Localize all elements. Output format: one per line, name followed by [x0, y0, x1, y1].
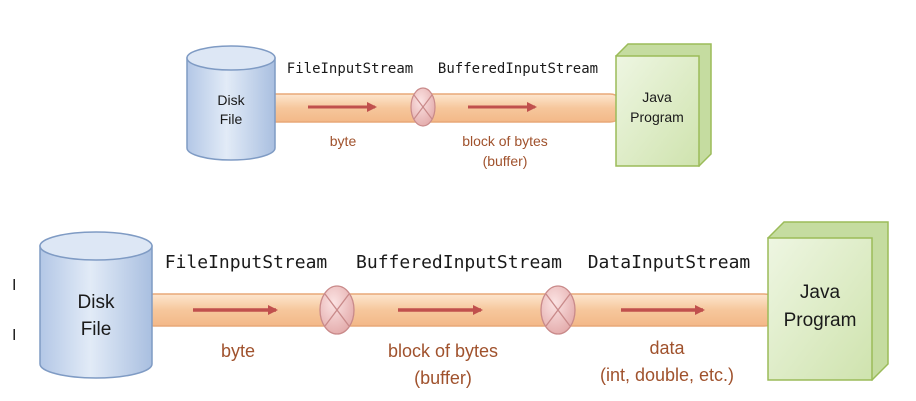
bottom-valve-2-icon [540, 285, 576, 335]
bottom-disk-file-cylinder: Disk File [39, 231, 153, 379]
top-disk-label-line1: Disk [217, 92, 245, 108]
top-stream2-label: BufferedInputStream [438, 61, 598, 77]
top-disk-file-cylinder: Disk File [186, 45, 276, 161]
bottom-disk-label-line2: File [81, 319, 112, 340]
top-java-label-line2: Program [630, 109, 684, 125]
top-flow2-label-line2: (buffer) [483, 153, 528, 169]
bottom-java-label-line2: Program [784, 310, 857, 331]
top-flow1-label: byte [330, 133, 357, 149]
bottom-stream3-label: DataInputStream [588, 252, 751, 273]
top-diagram: Disk File Java Program FileInputStream B… [186, 43, 712, 169]
top-java-label-line1: Java [642, 89, 672, 105]
bottom-stream2-label: BufferedInputStream [356, 252, 562, 273]
bottom-flow2-label-line2: (buffer) [414, 368, 472, 388]
bottom-diagram: Disk File Java Program FileInputStream B… [39, 221, 889, 388]
margin-mark-2: I [12, 327, 16, 344]
top-java-program-box: Java Program [615, 43, 712, 168]
bottom-flow3-label-line1: data [649, 338, 685, 358]
margin-mark-1: I [12, 277, 16, 294]
bottom-disk-label-line1: Disk [78, 292, 115, 313]
bottom-flow2-label-line1: block of bytes [388, 341, 498, 361]
top-disk-label-line2: File [220, 111, 243, 127]
bottom-flow1-label: byte [221, 341, 255, 361]
top-stream1-label: FileInputStream [287, 61, 413, 77]
bottom-java-label-line1: Java [800, 282, 841, 303]
top-flow2-label-line1: block of bytes [462, 133, 548, 149]
bottom-java-program-box: Java Program [767, 221, 889, 382]
bottom-stream1-label: FileInputStream [165, 252, 328, 273]
bottom-flow3-label-line2: (int, double, etc.) [600, 365, 734, 385]
top-valve-icon [410, 87, 436, 127]
bottom-valve-1-icon [319, 285, 355, 335]
